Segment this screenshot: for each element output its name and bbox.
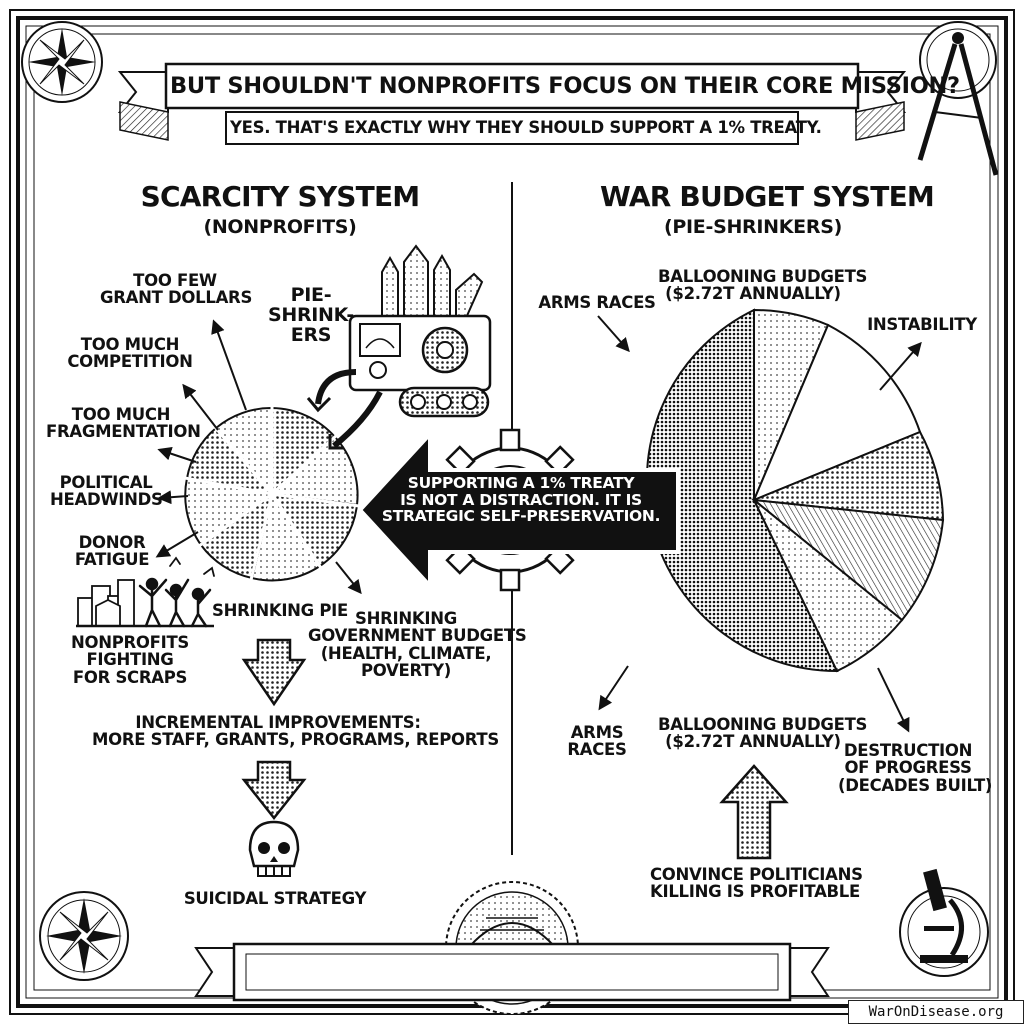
label-ballooning-budgets-top: BALLOONING BUDGETS ($2.72T ANNUALLY) bbox=[658, 267, 868, 304]
pie-slice-2 bbox=[752, 323, 922, 502]
skull-icon bbox=[248, 820, 300, 877]
down-arrow-2 bbox=[241, 760, 307, 821]
label-incremental-improvements: INCREMENTAL IMPROVEMENTS: MORE STAFF, GR… bbox=[92, 713, 499, 750]
problem-arrows bbox=[155, 319, 362, 595]
compass-rose-icon bbox=[39, 891, 129, 981]
city-icon bbox=[76, 579, 214, 628]
bottom-empty-ribbon bbox=[194, 942, 830, 1002]
robot-machine-icon bbox=[306, 244, 492, 450]
pie-slice-4 bbox=[750, 498, 945, 622]
banner-title: BUT SHOULDN'T NONPROFITS FOCUS ON THEIR … bbox=[170, 73, 960, 99]
callout-arrow bbox=[357, 428, 680, 592]
label-too-few-grant-dollars: TOO FEW GRANT DOLLARS bbox=[100, 271, 253, 308]
missile-icon bbox=[381, 244, 484, 319]
banner-subtitle: YES. THAT'S EXACTLY WHY THEY SHOULD SUPP… bbox=[230, 118, 822, 137]
label-instability: INSTABILITY bbox=[867, 315, 977, 334]
down-arrow-1 bbox=[241, 638, 307, 707]
scarcity-system-subtitle: (NONPROFITS) bbox=[203, 216, 357, 238]
label-political-headwinds: POLITICAL HEADWINDS bbox=[50, 473, 163, 510]
label-convince-politicians: CONVINCE POLITICIANS KILLING IS PROFITAB… bbox=[650, 865, 863, 902]
label-arms-races-top: ARMS RACES bbox=[538, 293, 656, 312]
label-donor-fatigue: DONOR FATIGUE bbox=[74, 533, 150, 570]
pie-shrinkers-label: PIE- SHRINK- ERS bbox=[267, 284, 355, 346]
label-shrinking-government-budgets: SHRINKING GOVERNMENT BUDGETS (HEALTH, CL… bbox=[308, 609, 527, 680]
drafting-compass-icon bbox=[917, 21, 999, 176]
war-budget-pie-chart bbox=[645, 308, 945, 673]
label-destruction-of-progress: DESTRUCTION OF PROGRESS (DECADES BUILT) bbox=[838, 741, 993, 795]
people-icon bbox=[138, 556, 215, 628]
label-ballooning-budgets-bottom: BALLOONING BUDGETS ($2.72T ANNUALLY) bbox=[658, 715, 868, 752]
microscope-icon bbox=[899, 868, 989, 977]
pie-slice-5 bbox=[753, 499, 904, 673]
label-arms-races-bottom: ARMS RACES bbox=[567, 723, 627, 760]
callout-text: SUPPORTING A 1% TREATY IS NOT A DISTRACT… bbox=[381, 474, 661, 526]
shrinking-pie-icon bbox=[184, 406, 360, 582]
label-suicidal-strategy: SUICIDAL STRATEGY bbox=[183, 889, 367, 908]
up-arrow bbox=[719, 764, 789, 860]
label-nonprofits-fighting-for-scraps: NONPROFITS FIGHTING FOR SCRAPS bbox=[70, 633, 190, 687]
label-too-much-competition: TOO MUCH COMPETITION bbox=[67, 335, 193, 372]
label-too-much-fragmentation: TOO MUCH FRAGMENTATION bbox=[46, 405, 201, 442]
top-banner-ribbon bbox=[117, 62, 907, 145]
label-shrinking-pie: SHRINKING PIE bbox=[212, 601, 348, 620]
scarcity-system-title: SCARCITY SYSTEM bbox=[140, 180, 421, 213]
war-budget-system-subtitle: (PIE-SHRINKERS) bbox=[664, 216, 842, 238]
compass-rose-icon bbox=[21, 21, 103, 103]
war-budget-system-title: WAR BUDGET SYSTEM bbox=[600, 180, 935, 213]
site-url-tag: WarOnDisease.org bbox=[848, 1000, 1024, 1024]
war-budget-arrows bbox=[597, 315, 922, 733]
